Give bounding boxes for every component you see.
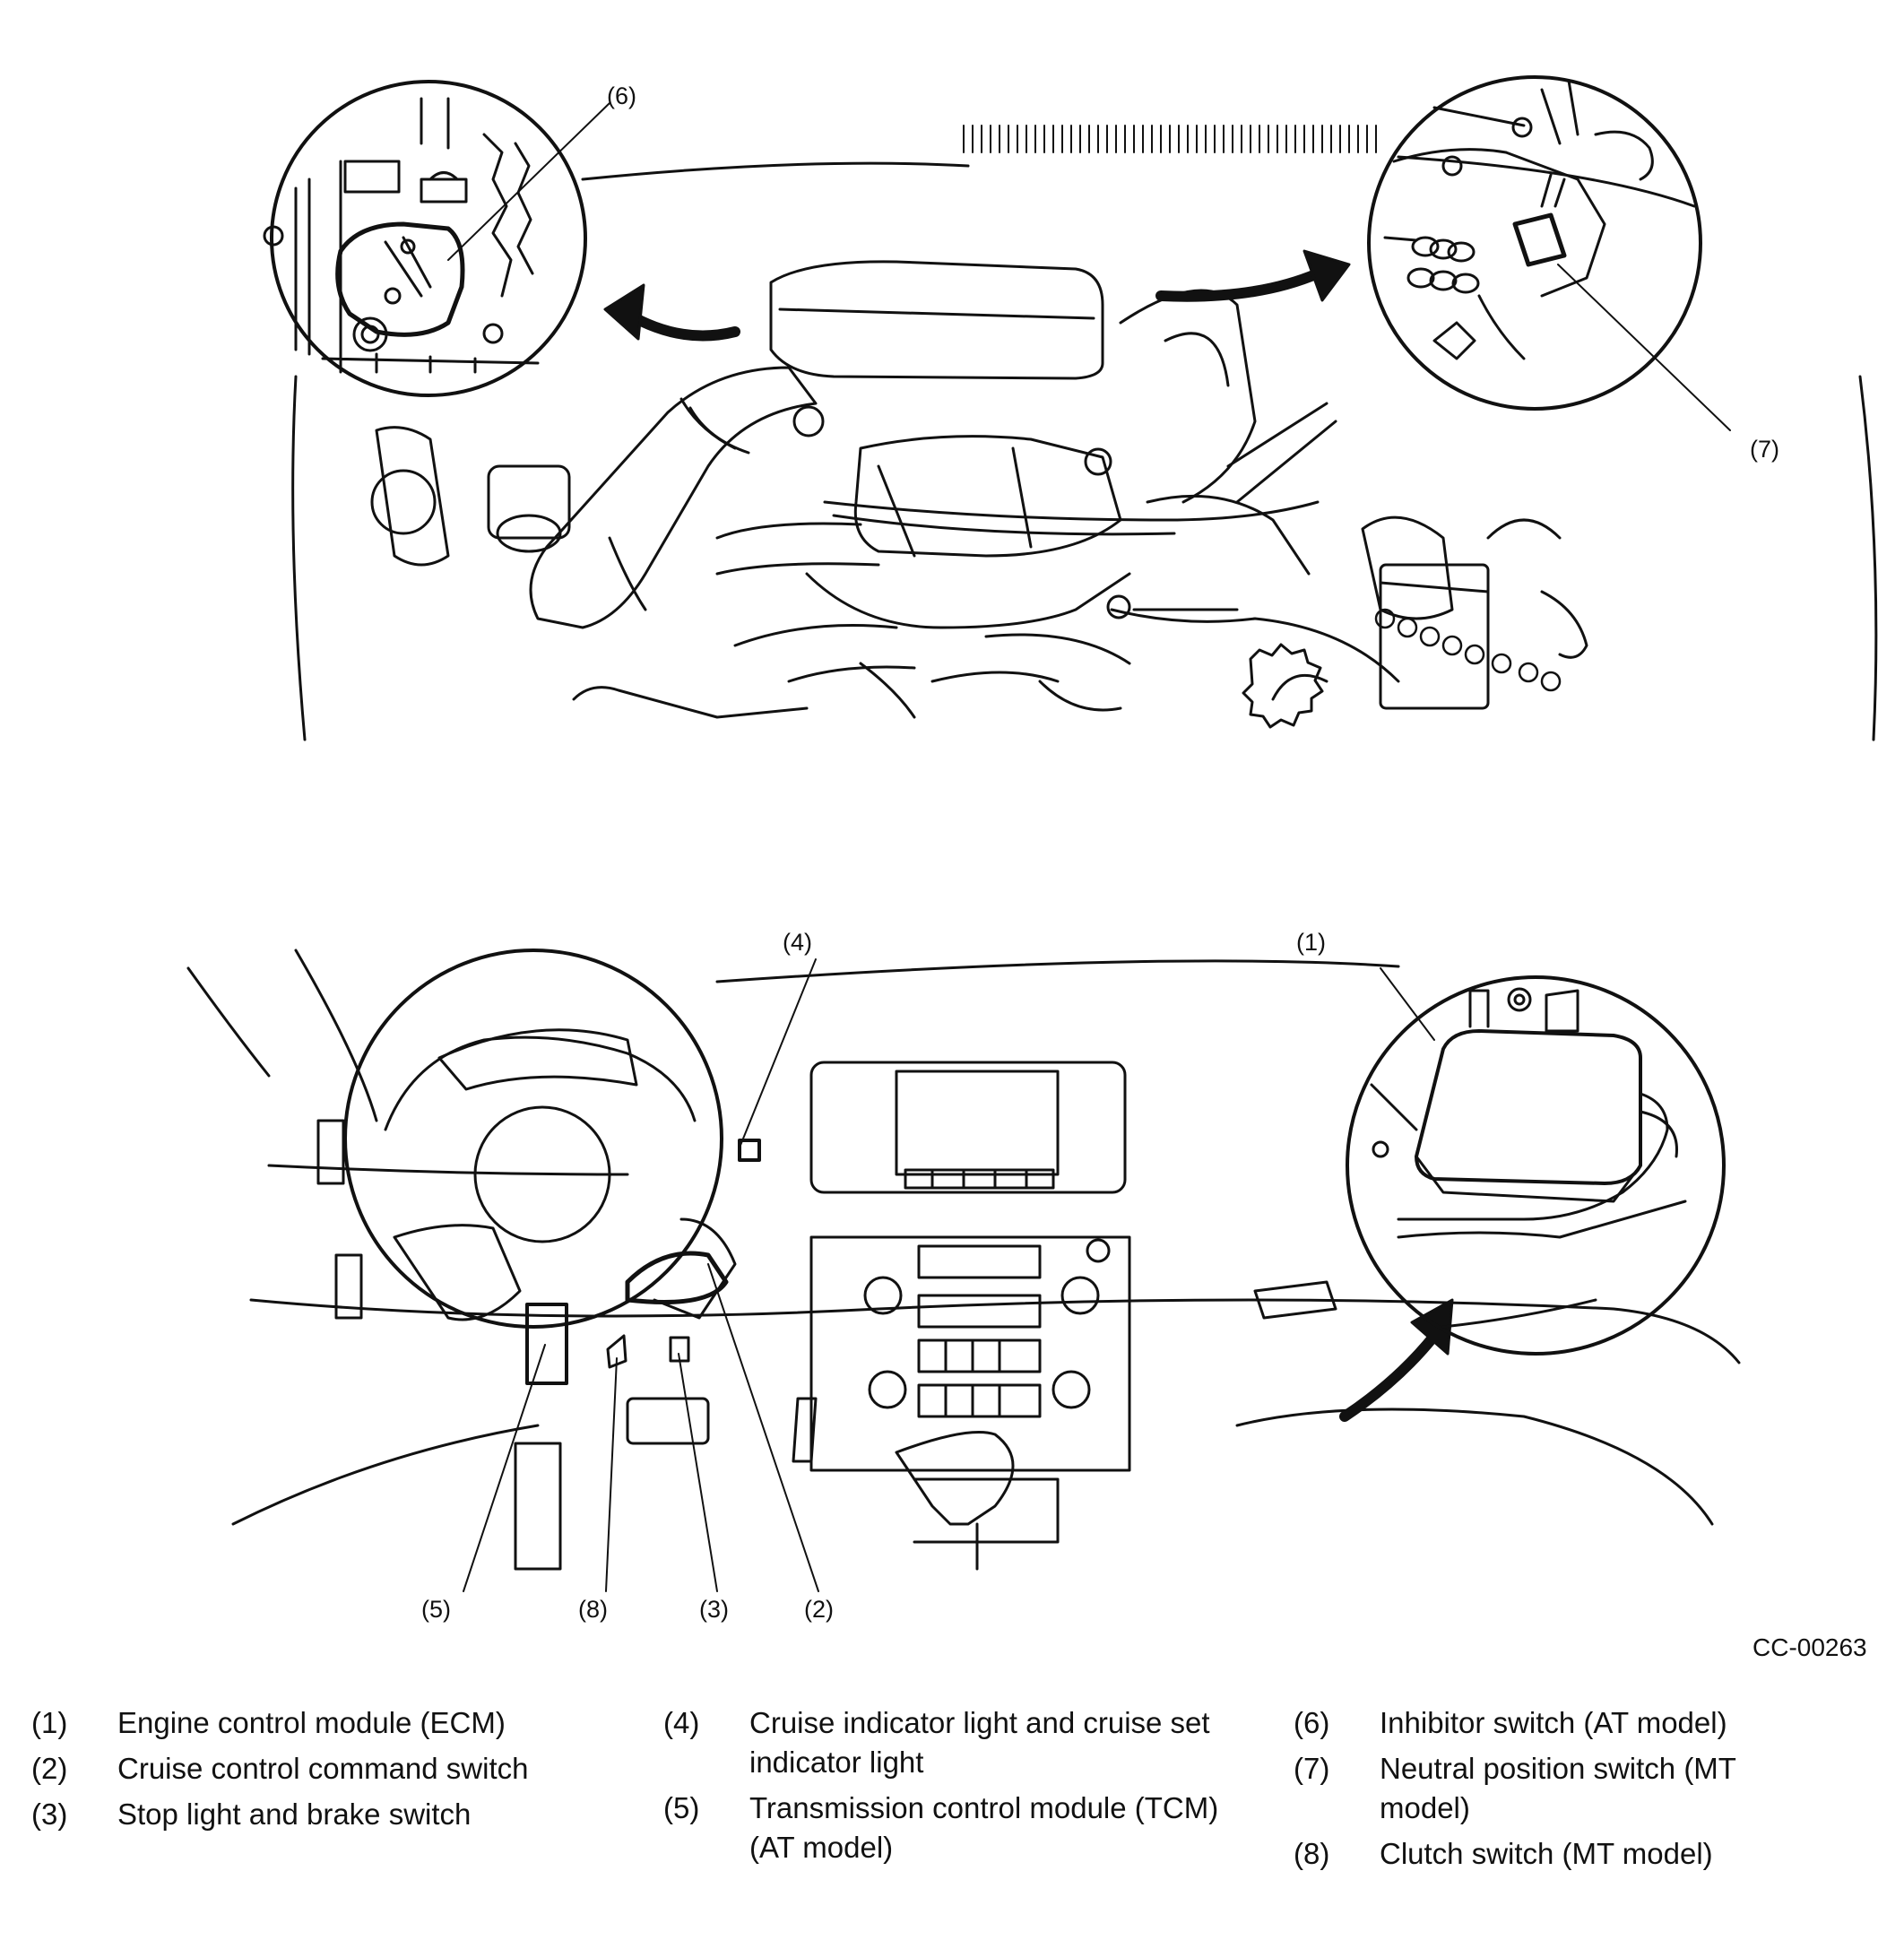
dashboard-drawing xyxy=(186,949,1741,1592)
callout-8: (8) xyxy=(578,1596,608,1623)
radiator-fins xyxy=(963,125,1377,153)
legend-item: (3)Stop light and brake switch xyxy=(31,1797,472,1831)
legend-item: (8)Clutch switch (MT model) xyxy=(1294,1837,1713,1870)
callout-6: (6) xyxy=(607,82,636,109)
figure-id: CC-00263 xyxy=(1753,1633,1867,1661)
legend-column-1: (1)Engine control module (ECM) (2)Cruise… xyxy=(31,1703,605,1841)
legend-item: (2)Cruise control command switch xyxy=(31,1752,529,1785)
engine-bay-drawing xyxy=(291,125,1878,741)
legend-item: (5)Transmission control module (TCM) (AT… xyxy=(663,1791,1219,1864)
callout-2: (2) xyxy=(804,1596,834,1623)
callout-4: (4) xyxy=(783,929,812,956)
legend-item: (7)Neutral position switch (MT model) xyxy=(1294,1752,1736,1824)
legend-column-2: (4)Cruise indicator light and cruise set… xyxy=(663,1703,1219,1874)
legend-item: (4)Cruise indicator light and cruise set… xyxy=(663,1706,1210,1779)
legend-column-3: (6)Inhibitor switch (AT model) (7)Neutra… xyxy=(1294,1703,1796,1880)
inset-ecm xyxy=(1346,967,1726,1356)
callout-5: (5) xyxy=(421,1596,451,1623)
callout-1: (1) xyxy=(1296,929,1326,956)
legend-item: (1)Engine control module (ECM) xyxy=(31,1706,506,1739)
inset-inhibitor-switch xyxy=(263,80,610,397)
callout-3: (3) xyxy=(699,1596,729,1623)
legend-item: (6)Inhibitor switch (AT model) xyxy=(1294,1706,1727,1739)
callout-7: (7) xyxy=(1750,436,1779,463)
inset-neutral-position-switch xyxy=(1367,75,1731,431)
